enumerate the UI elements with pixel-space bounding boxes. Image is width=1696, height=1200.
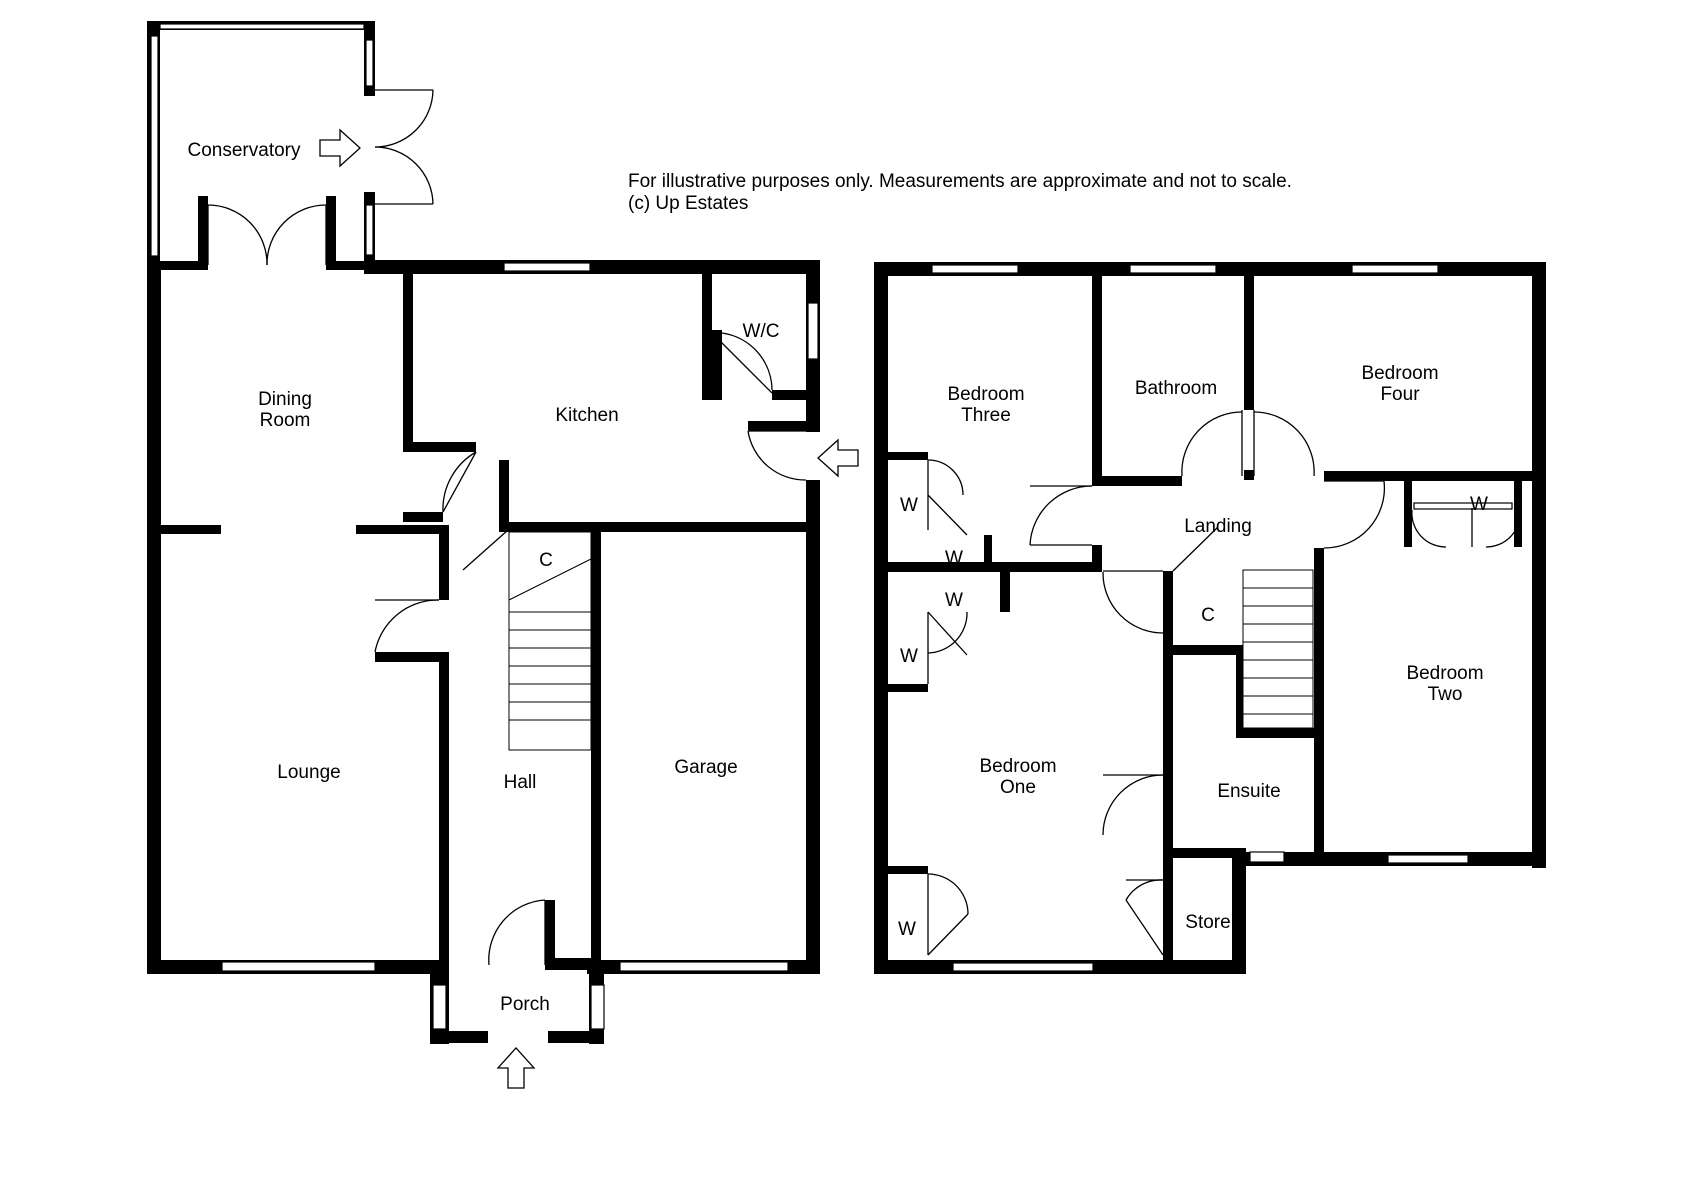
disclaimer-line1: For illustrative purposes only. Measurem… <box>628 171 1292 192</box>
label-bedroom-one-line1: Bedroom <box>979 756 1056 777</box>
label-landing-cupboard: C <box>1201 605 1215 626</box>
label-bedroom-four-line1: Bedroom <box>1361 363 1438 384</box>
label-wardrobe-b3-side: W <box>900 495 918 516</box>
label-bedroom-three-line1: Bedroom <box>947 384 1024 405</box>
label-store: Store <box>1185 912 1230 933</box>
label-garage: Garage <box>674 757 737 778</box>
label-bedroom-two-line1: Bedroom <box>1406 663 1483 684</box>
ground-floor-walls <box>147 260 820 974</box>
label-hall-cupboard: C <box>539 550 553 571</box>
label-lounge: Lounge <box>277 762 340 783</box>
ground-floor <box>147 21 859 1089</box>
label-hall: Hall <box>504 772 537 793</box>
label-wardrobe-b1-side: W <box>900 646 918 667</box>
first-floor-doors <box>927 410 1521 956</box>
kitchen-entrance-arrow-icon <box>817 438 859 478</box>
label-bedroom-two-line2: Two <box>1428 684 1463 705</box>
conservatory-french-door-right <box>374 89 434 205</box>
label-landing: Landing <box>1184 516 1252 537</box>
label-kitchen: Kitchen <box>555 405 618 426</box>
label-wardrobe-b1-bottom: W <box>898 919 916 940</box>
front-entrance-arrow-icon <box>496 1047 536 1089</box>
label-bedroom-four-line2: Four <box>1380 384 1420 405</box>
first-floor <box>874 262 1546 974</box>
landing-staircase-icon <box>1242 569 1314 729</box>
label-wardrobe-b2: W <box>1470 494 1488 515</box>
label-dining-line2: Room <box>260 410 311 431</box>
dining-french-door <box>207 204 327 266</box>
label-wc: W/C <box>743 321 780 342</box>
label-wardrobe-b3-bottom: W <box>945 548 963 569</box>
label-ensuite: Ensuite <box>1217 781 1280 802</box>
first-floor-windows <box>931 264 1513 972</box>
porch-walls <box>430 960 605 1044</box>
label-bathroom: Bathroom <box>1135 378 1217 399</box>
label-dining-line1: Dining <box>258 389 312 410</box>
ground-floor-windows <box>221 262 819 972</box>
label-wardrobe-b1-top: W <box>945 590 963 611</box>
conservatory-entrance-arrow-icon <box>319 128 361 168</box>
label-porch: Porch <box>500 994 550 1015</box>
hall-staircase-icon <box>508 531 592 751</box>
disclaimer-line2: (c) Up Estates <box>628 193 748 214</box>
label-conservatory: Conservatory <box>188 140 301 161</box>
conservatory-windows <box>150 23 374 257</box>
label-bedroom-three-line2: Three <box>961 405 1011 426</box>
label-bedroom-one-line2: One <box>1000 777 1036 798</box>
